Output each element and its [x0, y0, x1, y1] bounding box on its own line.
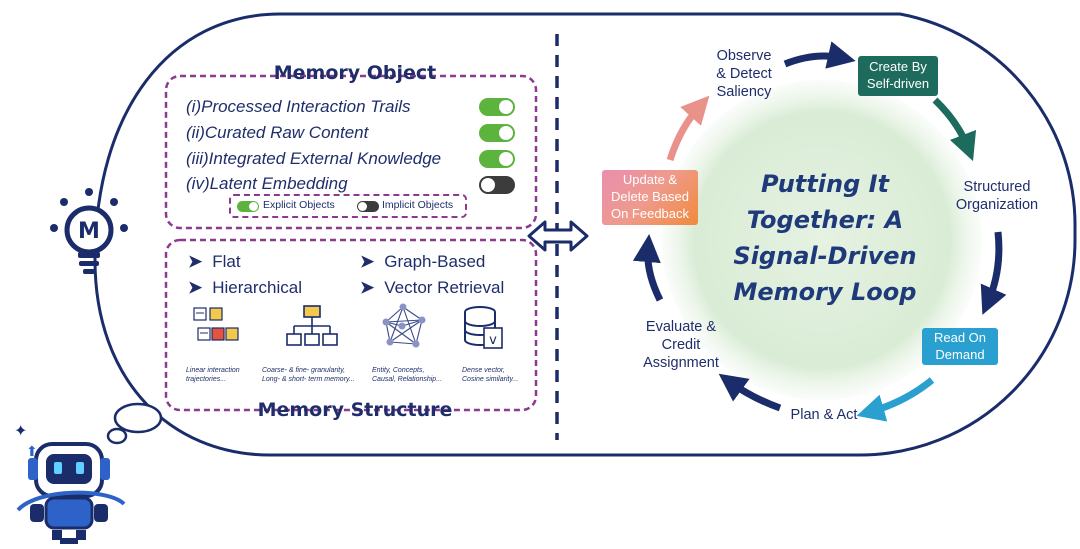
- thought-bubble-large: [113, 402, 163, 434]
- double-arrow-icon: [527, 220, 589, 252]
- svg-text:v: v: [489, 333, 497, 348]
- toggle-curated-raw[interactable]: [479, 124, 515, 142]
- structure-type-hierarchical: ➤Hierarchical: [188, 278, 302, 297]
- toggle-external-knowledge[interactable]: [479, 150, 515, 168]
- toggle-legend: Explicit Objects Implicit Objects: [229, 194, 467, 218]
- step-plan: Plan & Act: [790, 407, 858, 423]
- center-circle: [662, 80, 982, 400]
- arrow-observe-to-create: [783, 41, 856, 69]
- structure-type-graph: ➤Graph-Based: [360, 252, 486, 271]
- object-item-external-knowledge: (iii)Integrated External Knowledge: [186, 149, 442, 168]
- structure-type-vector: ➤Vector Retrieval: [360, 278, 505, 297]
- flat-memory-icon: [193, 307, 239, 341]
- legend-implicit-toggle: [357, 201, 379, 212]
- svg-text:⬆: ⬆: [26, 443, 38, 459]
- memory-structure-title: Memory Structure: [257, 399, 453, 421]
- arrow-read-to-plan: [856, 377, 935, 422]
- object-item-curated-raw: (ii)Curated Raw Content: [186, 123, 369, 142]
- object-item-processed-trails: (i)Processed Interaction Trails: [186, 97, 411, 116]
- object-item-latent-embedding: (iv)Latent Embedding: [186, 174, 348, 193]
- caption-hierarchical: Coarse- & fine- granularity,Long- & shor…: [262, 367, 355, 383]
- legend-explicit-toggle: [237, 201, 259, 212]
- thought-bubble-small: [106, 427, 128, 445]
- caption-vector: Dense vector,Cosine similarity...: [462, 367, 519, 383]
- toggle-processed-trails[interactable]: [479, 98, 515, 116]
- main-outline: [93, 12, 1077, 457]
- memory-structure-box: [164, 238, 538, 412]
- loop-center-title: Putting It Together: A Signal-Driven Mem…: [733, 170, 917, 306]
- toggle-latent-embedding[interactable]: [479, 176, 515, 194]
- caption-graph: Entity, Concepts,Causal, Relationship...: [372, 367, 443, 383]
- hierarchy-icon: [286, 305, 338, 346]
- structure-type-flat: ➤Flat: [188, 252, 241, 271]
- memory-object-box: [164, 74, 538, 230]
- robot-icon: ✦ ⬆: [14, 423, 126, 544]
- arrow-update-to-observe: [666, 95, 710, 162]
- arrow-evaluate-to-update: [632, 234, 664, 302]
- lightbulb-m-icon: M: [50, 188, 128, 274]
- arrow-plan-to-evaluate: [718, 373, 782, 412]
- svg-text:✦: ✦: [14, 423, 27, 440]
- vector-database-icon: v: [464, 306, 503, 349]
- svg-text:M: M: [78, 219, 100, 244]
- arrow-create-to-structured: [932, 97, 977, 162]
- arrow-structured-to-read: [980, 231, 1007, 315]
- memory-object-title: Memory Object: [273, 62, 437, 84]
- graph-network-icon: [382, 303, 426, 348]
- legend-implicit-label: Implicit Objects: [382, 199, 454, 211]
- legend-explicit-label: Explicit Objects: [263, 199, 335, 211]
